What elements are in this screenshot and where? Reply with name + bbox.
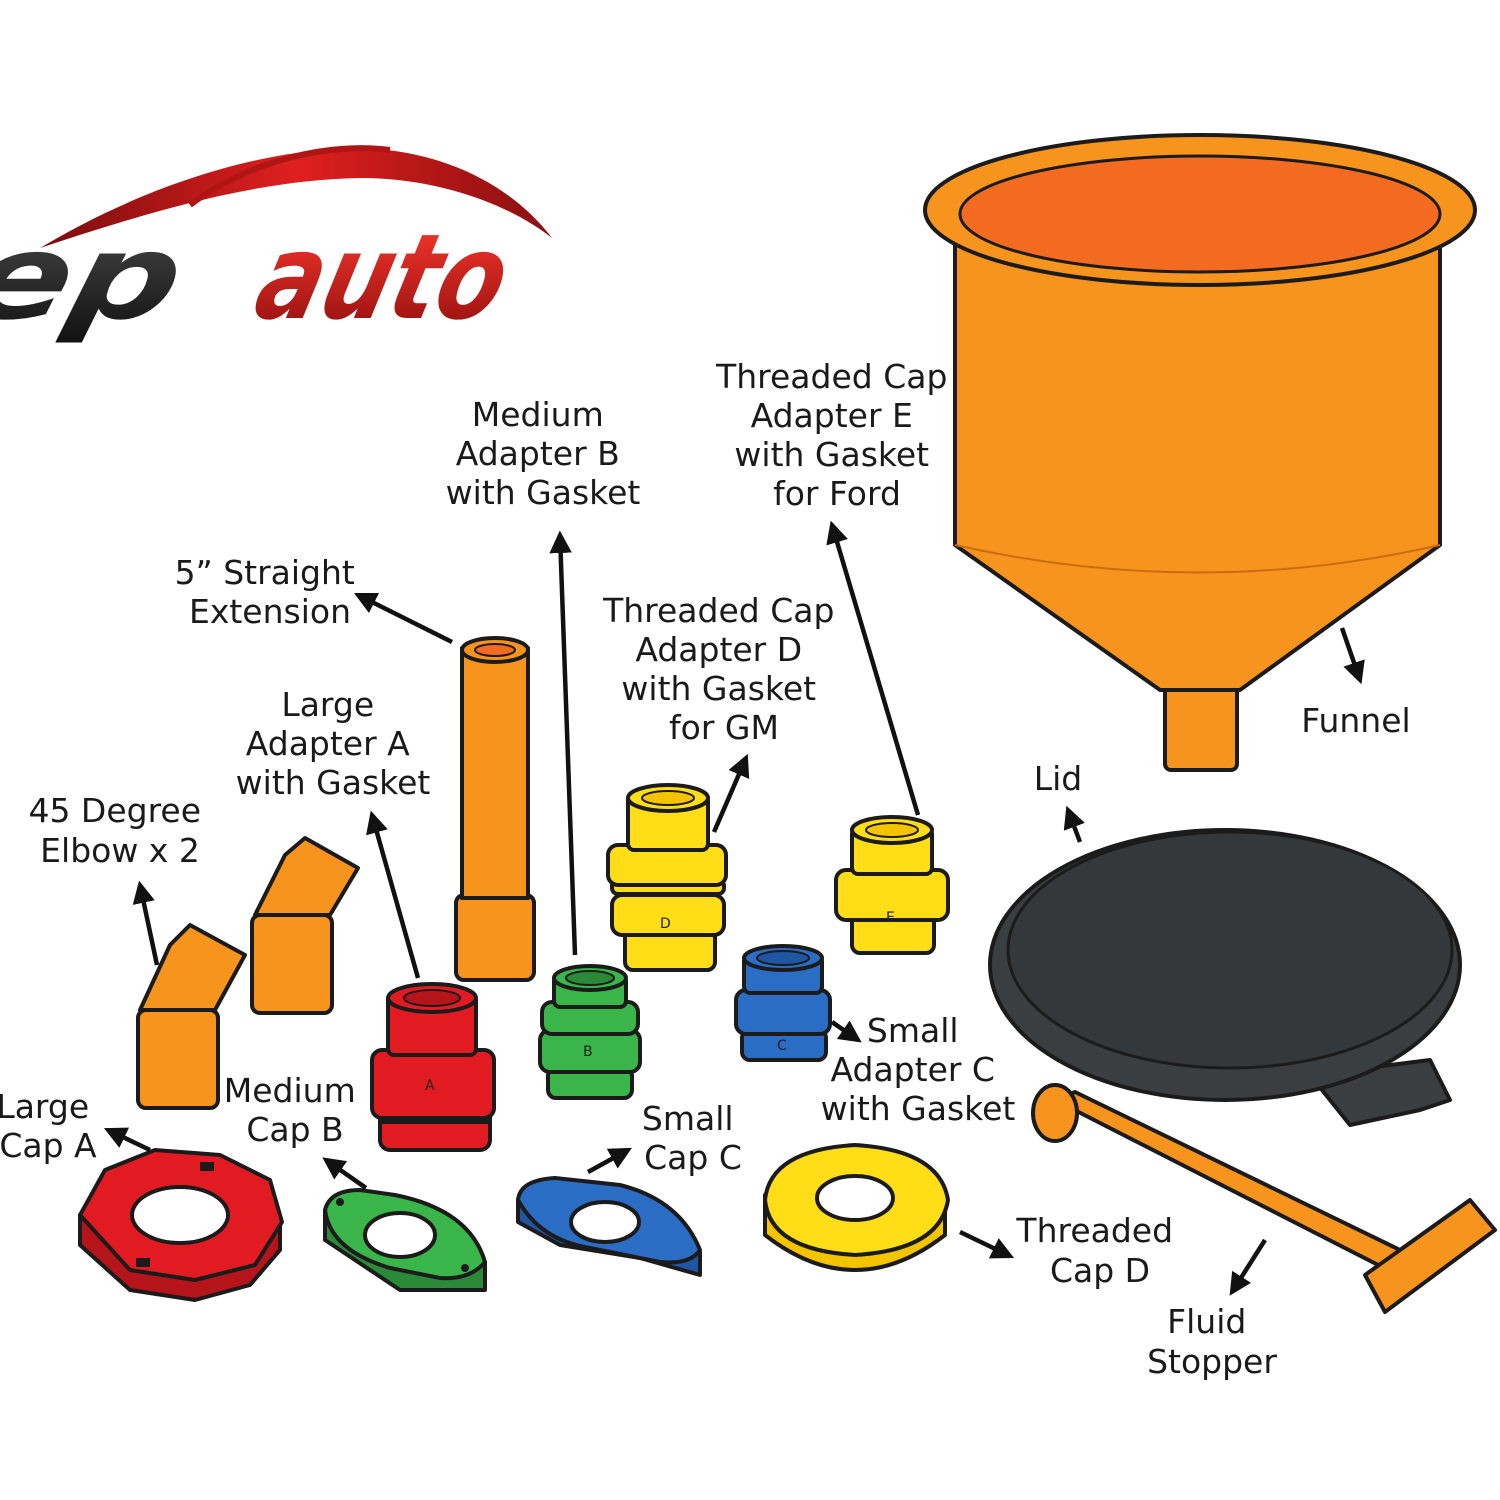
adapter-d-letter: D — [660, 916, 671, 932]
arrow-small-adapter-c — [830, 1020, 862, 1043]
adapter-c-letter: C — [777, 1038, 787, 1054]
medium-cap-b-part — [323, 1188, 487, 1292]
arrow-large-adapter-a — [366, 810, 421, 979]
small-adapter-c-part: C — [734, 944, 832, 1062]
elbow-part-1 — [136, 923, 247, 1110]
callout-labels: Funnel Lid Fluid Stopper Threaded Cap D … — [0, 357, 1411, 1381]
logo-text-ep: ep — [0, 210, 198, 347]
arrow-straight-extension — [353, 592, 454, 645]
fluid-stopper-part — [1031, 1083, 1497, 1314]
adapter-e-letter: E — [886, 910, 895, 926]
label-threaded-cap-d: Threaded Cap D — [1015, 1211, 1183, 1290]
large-cap-a-part — [78, 1148, 284, 1302]
large-adapter-a-part: A — [370, 982, 496, 1152]
label-medium-cap-b: Medium Cap B — [224, 1071, 366, 1149]
arrow-elbow — [132, 880, 160, 966]
label-medium-adapter-b: Medium Adapter B with Gasket — [446, 395, 641, 512]
logo-swoosh — [40, 148, 552, 248]
callout-arrows — [103, 520, 1365, 1296]
label-lid: Lid — [1034, 759, 1083, 798]
arrow-large-cap-a — [103, 1127, 151, 1153]
threaded-cap-d-part — [763, 1143, 950, 1272]
arrow-adapter-d — [711, 753, 750, 833]
brand-logo: ep auto — [0, 145, 552, 347]
medium-adapter-b-part: B — [538, 964, 642, 1100]
arrow-medium-cap-b — [322, 1157, 368, 1190]
label-straight-extension: 5” Straight Extension — [175, 553, 366, 631]
label-small-adapter-c: Small Adapter C with Gasket — [821, 1011, 1016, 1128]
label-fluid-stopper: Fluid Stopper — [1147, 1302, 1277, 1381]
elbow-part-2 — [250, 836, 360, 1015]
lid-part — [988, 828, 1462, 1127]
arrow-fluid-stopper — [1229, 1238, 1267, 1296]
adapter-b-letter: B — [583, 1044, 593, 1060]
funnel-part — [923, 133, 1477, 772]
label-elbow: 45 Degree Elbow x 2 — [28, 791, 211, 870]
adapter-e-part: E — [834, 815, 950, 955]
label-large-cap-a: Large Cap A — [0, 1087, 100, 1165]
arrow-lid — [1063, 805, 1085, 843]
label-large-adapter-a: Large Adapter A with Gasket — [236, 685, 431, 802]
arrow-small-cap-c — [586, 1147, 632, 1174]
arrow-funnel — [1339, 627, 1365, 685]
arrow-threaded-cap-d — [959, 1229, 1015, 1259]
straight-extension-part — [454, 636, 536, 982]
label-funnel: Funnel — [1301, 701, 1410, 740]
adapter-a-letter: A — [425, 1078, 435, 1094]
small-cap-c-part — [516, 1176, 702, 1277]
adapter-d-part: D — [606, 783, 728, 972]
label-adapter-e: Threaded Cap Adapter E with Gasket for F… — [715, 357, 958, 513]
arrow-medium-adapter-b — [549, 530, 578, 956]
label-small-cap-c: Small Cap C — [642, 1099, 744, 1177]
label-adapter-d: Threaded Cap Adapter D with Gasket for G… — [602, 591, 845, 747]
logo-text-auto: auto — [244, 210, 523, 347]
arrow-adapter-e — [826, 520, 921, 816]
